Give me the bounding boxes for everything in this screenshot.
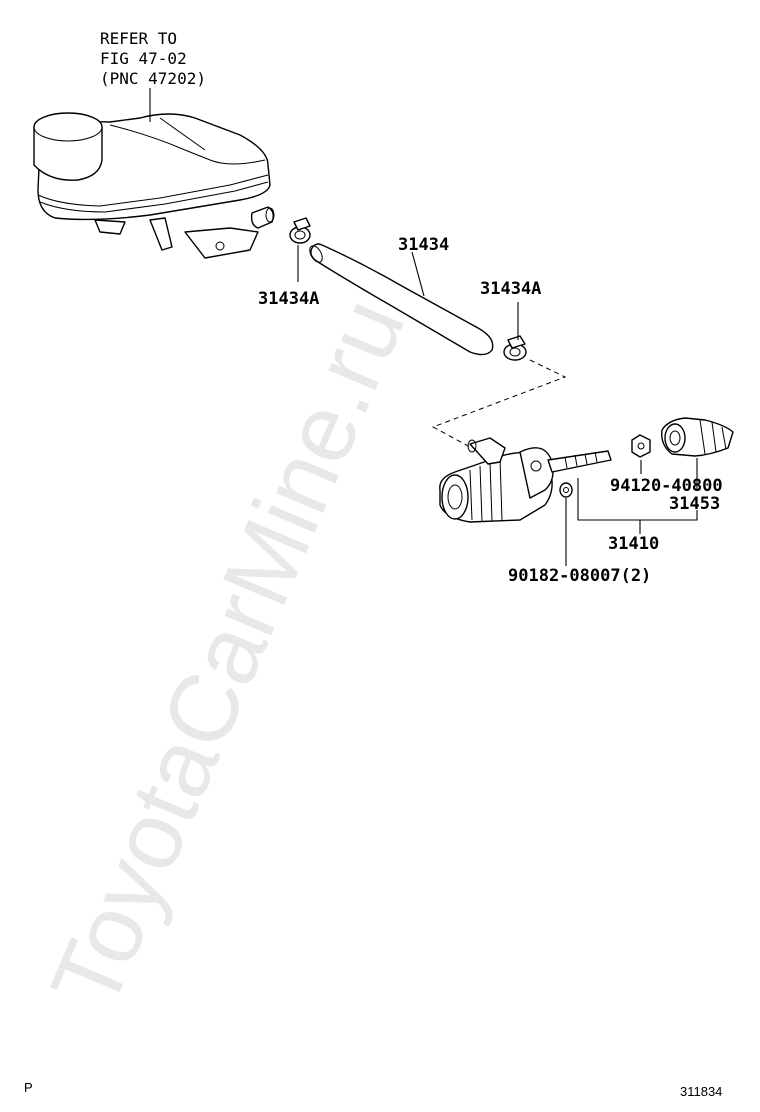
reservoir-tank — [33, 112, 275, 259]
label-nut: 94120-40800 — [610, 476, 723, 496]
label-hose: 31434 — [398, 235, 449, 255]
reference-line-3: (PNC 47202) — [100, 69, 206, 88]
clamp-right — [503, 335, 527, 361]
watermark: ToyotaCarMine.ru — [31, 284, 426, 1023]
hose-connection-dashed — [431, 359, 567, 449]
release-cylinder — [439, 437, 554, 523]
clamp-left — [289, 217, 311, 244]
label-clamp-left: 31434A — [258, 289, 319, 309]
leader-hose — [411, 251, 425, 297]
push-rod — [547, 450, 612, 473]
reference-line-1: REFER TO — [100, 29, 177, 48]
nut — [631, 434, 651, 458]
bolt — [559, 482, 573, 498]
reference-note: REFER TO FIG 47-02 (PNC 47202) — [100, 29, 206, 122]
bracket-cylinder — [577, 478, 698, 521]
footer-left-code: P — [24, 1080, 33, 1095]
reference-line-2: FIG 47-02 — [100, 49, 187, 68]
label-boot: 31453 — [669, 494, 720, 514]
label-clamp-right: 31434A — [480, 279, 541, 299]
boot — [661, 417, 734, 457]
label-cylinder: 31410 — [608, 534, 659, 554]
hose — [309, 243, 494, 356]
label-bolt: 90182-08007(2) — [508, 566, 651, 586]
figure-number: 311834 — [680, 1084, 722, 1099]
